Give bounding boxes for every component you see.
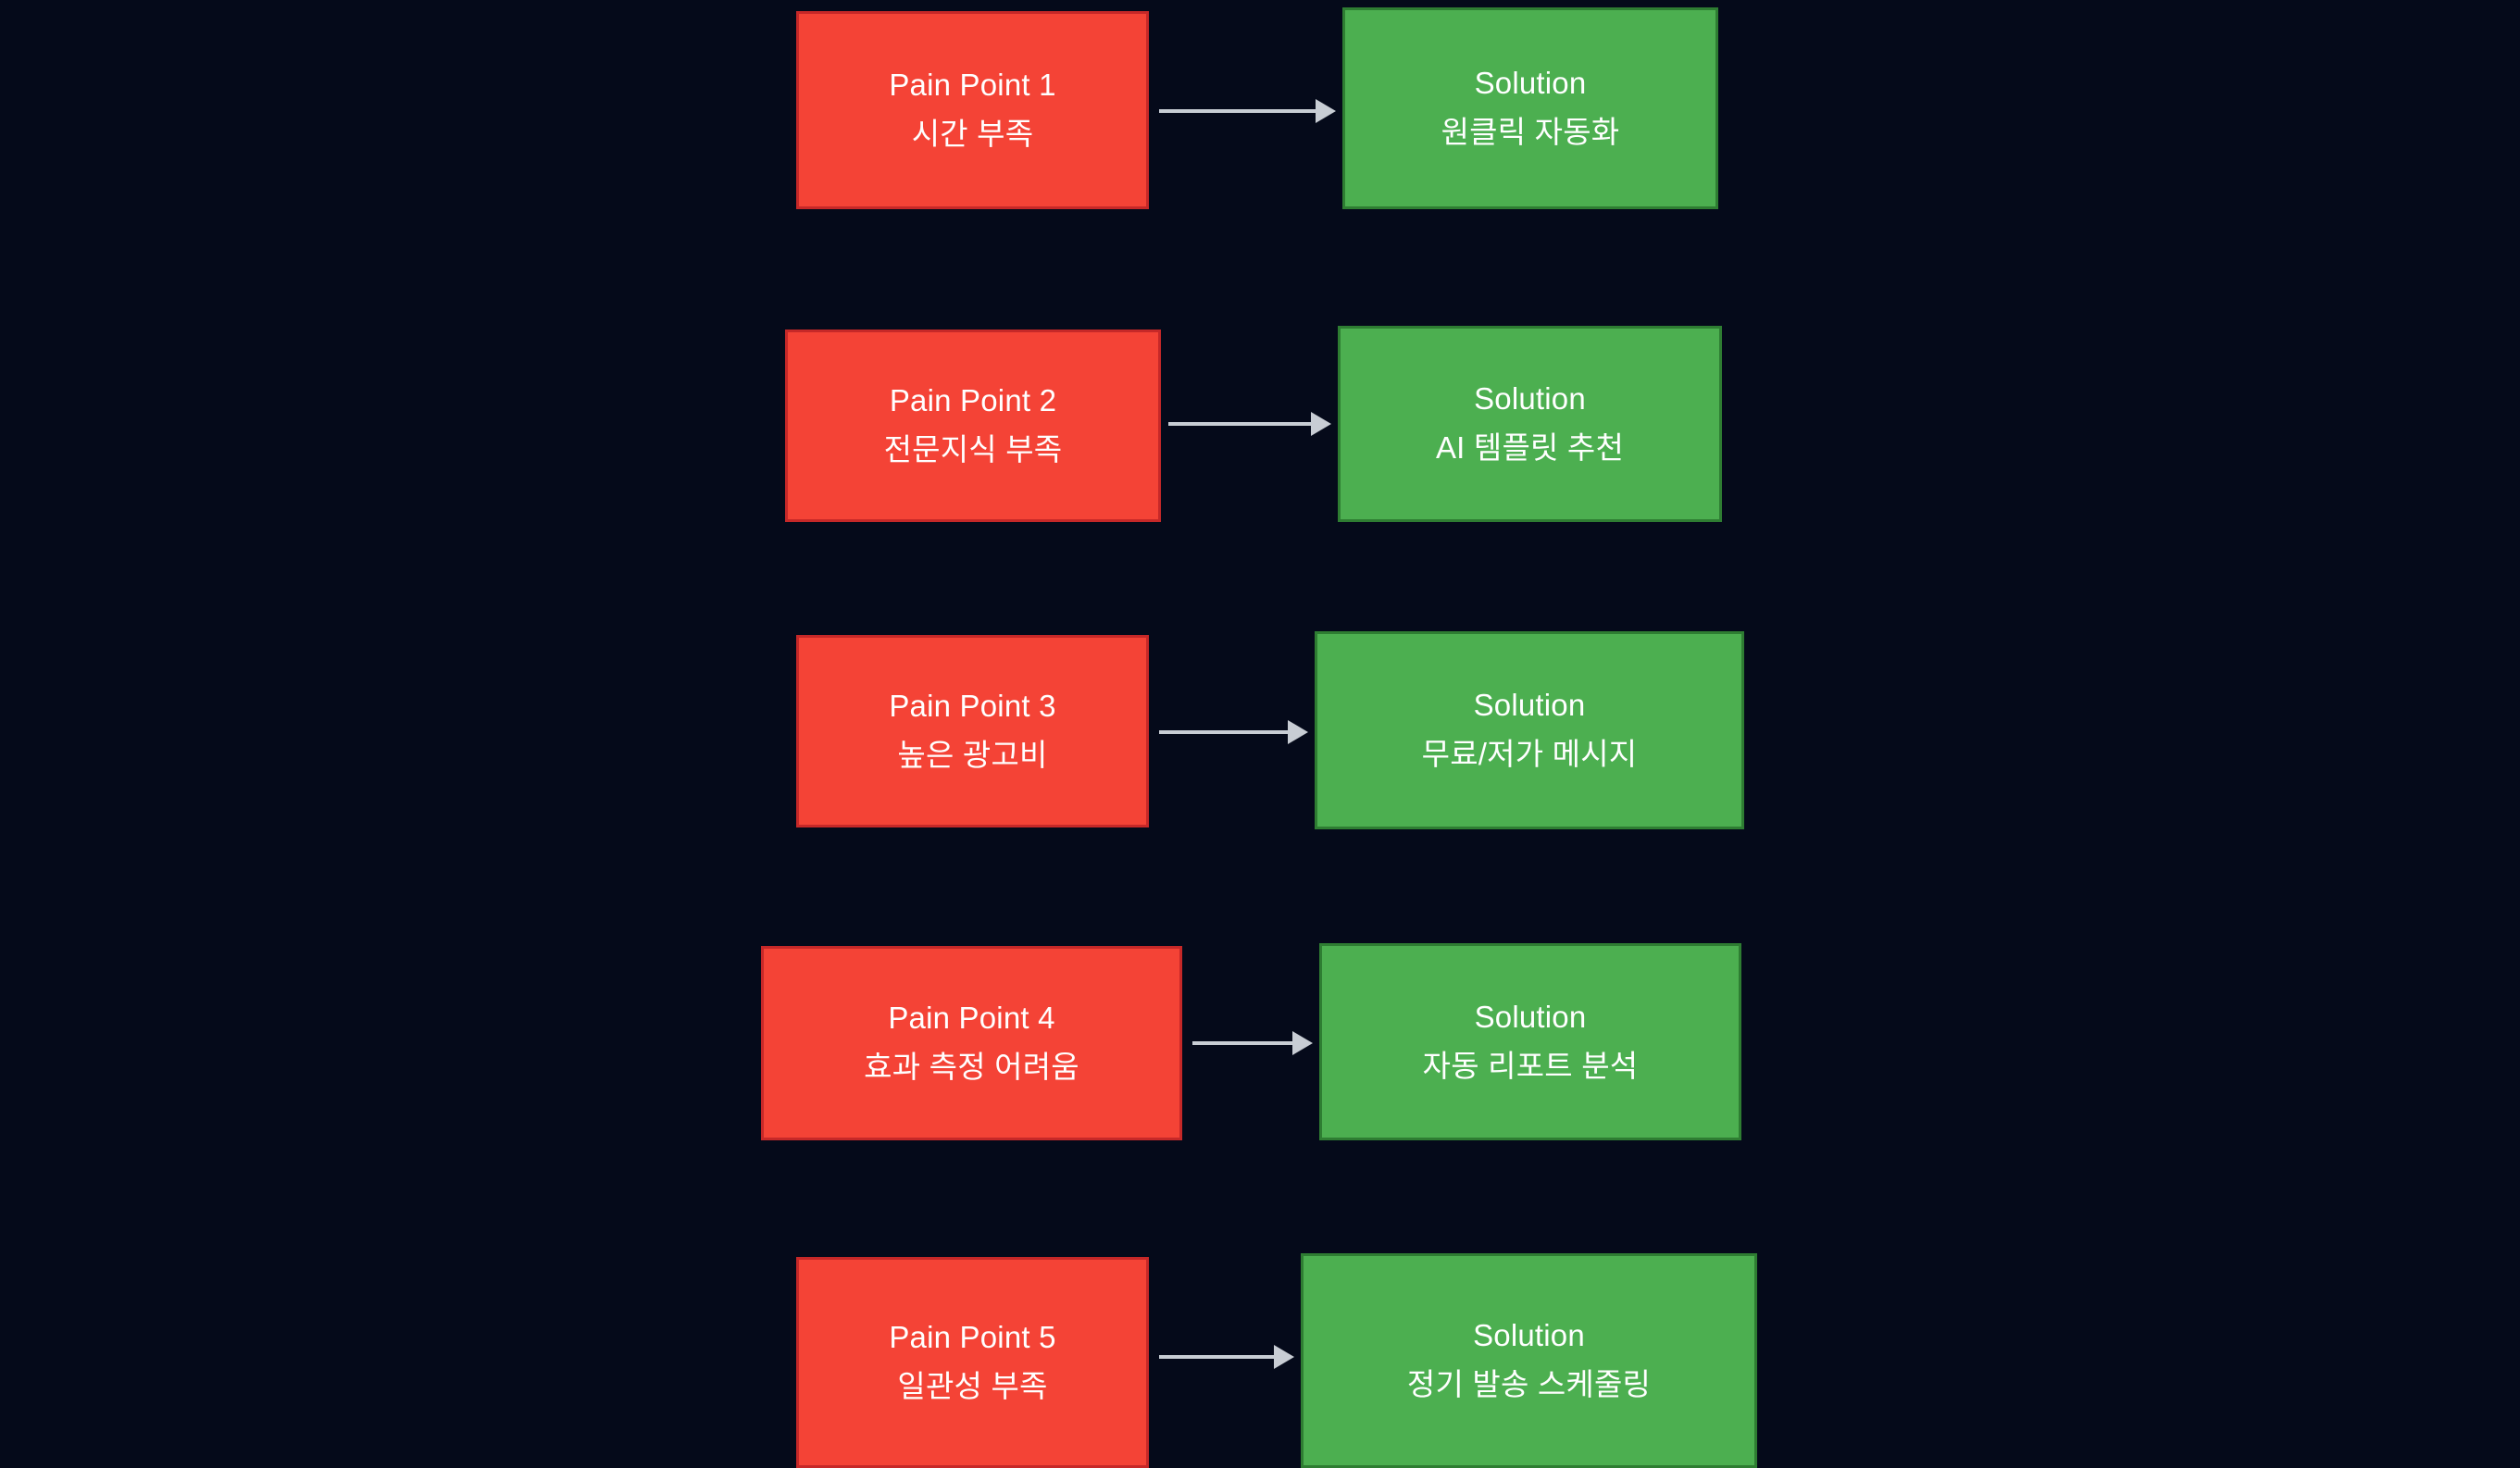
pain-point-title: Pain Point 1 (889, 68, 1056, 103)
arrow-right-icon (1159, 1338, 1294, 1375)
solution-subtitle: 자동 리포트 분석 (1422, 1048, 1639, 1083)
arrow-right-icon (1159, 93, 1336, 130)
solution-subtitle: 원클릭 자동화 (1441, 115, 1620, 149)
solution-title: Solution (1473, 1318, 1585, 1353)
pain-point-subtitle: 시간 부족 (911, 117, 1034, 151)
solution-title: Solution (1473, 688, 1586, 723)
solution-title: Solution (1474, 999, 1587, 1034)
pain-point-box-5[interactable]: Pain Point 5 일관성 부족 (796, 1257, 1149, 1468)
pain-point-subtitle: 일관성 부족 (897, 1369, 1048, 1403)
solution-title: Solution (1474, 381, 1586, 417)
pain-point-box-4[interactable]: Pain Point 4 효과 측정 어려움 (761, 946, 1182, 1140)
solution-subtitle: AI 템플릿 추천 (1435, 430, 1625, 465)
solution-box-3[interactable]: Solution 무료/저가 메시지 (1315, 631, 1744, 829)
pain-point-subtitle: 전문지식 부족 (883, 432, 1063, 467)
pain-point-box-1[interactable]: Pain Point 1 시간 부족 (796, 11, 1149, 209)
arrow-right-icon (1192, 1025, 1313, 1062)
solution-subtitle: 무료/저가 메시지 (1421, 737, 1638, 771)
pain-point-title: Pain Point 2 (889, 383, 1057, 418)
pain-point-box-3[interactable]: Pain Point 3 높은 광고비 (796, 635, 1149, 827)
arrow-right-icon (1159, 714, 1308, 751)
arrow-right-icon (1168, 405, 1331, 442)
pain-point-box-2[interactable]: Pain Point 2 전문지식 부족 (785, 330, 1161, 522)
pain-point-title: Pain Point 5 (889, 1320, 1056, 1355)
solution-box-1[interactable]: Solution 원클릭 자동화 (1342, 7, 1718, 209)
solution-box-5[interactable]: Solution 정기 발송 스케줄링 (1301, 1253, 1757, 1468)
pain-point-title: Pain Point 4 (888, 1001, 1055, 1036)
pain-point-subtitle: 효과 측정 어려움 (864, 1050, 1079, 1084)
solution-box-2[interactable]: Solution AI 템플릿 추천 (1338, 326, 1722, 522)
solution-box-4[interactable]: Solution 자동 리포트 분석 (1319, 943, 1741, 1140)
solution-subtitle: 정기 발송 스케줄링 (1406, 1367, 1652, 1401)
pain-point-subtitle: 높은 광고비 (897, 738, 1048, 772)
pain-point-title: Pain Point 3 (889, 689, 1056, 724)
solution-title: Solution (1474, 66, 1587, 101)
